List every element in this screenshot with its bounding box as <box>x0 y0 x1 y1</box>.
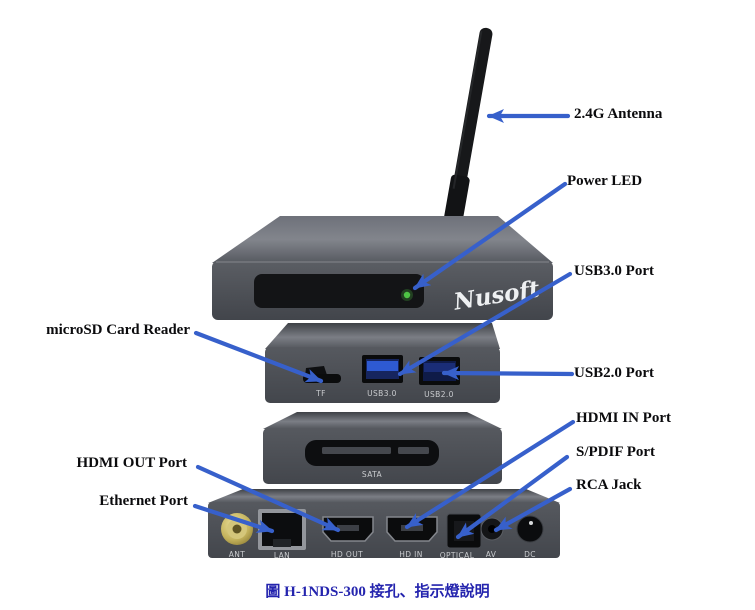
callout-hdmi-out-label: HDMI OUT Port <box>76 455 187 471</box>
hd-in-label: HD IN <box>399 550 423 559</box>
spdif-arrow <box>455 454 570 540</box>
tf-label: TF <box>315 389 326 398</box>
microsd-arrow <box>193 330 324 384</box>
sata-power-blade <box>398 447 429 454</box>
front-window <box>254 274 424 308</box>
optical-label: OPTICAL <box>440 551 475 560</box>
rear-panel: ANT LAN HD OUT HD IN OPTICAL AV DC <box>208 489 560 560</box>
sata-label: SATA <box>362 470 383 479</box>
hdmi-out-jack <box>322 516 374 542</box>
callout-power-led-label: Power LED <box>567 173 643 189</box>
usb2-arrow <box>441 366 575 381</box>
callout-microsd-label: microSD Card Reader <box>46 322 190 338</box>
rear-panel-top-face <box>208 489 560 503</box>
main-unit-top-face <box>212 216 553 263</box>
dc-label: DC <box>524 550 536 559</box>
antenna-rod <box>440 27 493 244</box>
usb-layer-top-face <box>265 323 500 349</box>
figure-caption: 圖 H-1NDS-300 接孔、指示燈說明 <box>265 584 490 600</box>
hdmi-in-arrow <box>404 419 576 530</box>
usb3-label: USB3.0 <box>367 389 397 398</box>
callout-ethernet-label: Ethernet Port <box>99 493 188 509</box>
power-led-light <box>403 291 411 299</box>
ant-label: ANT <box>229 550 246 559</box>
usb3-port <box>362 355 403 383</box>
sata-data-blade <box>322 447 391 454</box>
usb2-label: USB2.0 <box>424 390 454 399</box>
power-led-arrow <box>412 181 568 291</box>
main-unit: Nusoft <box>212 216 553 320</box>
sata-layer-top-face <box>263 412 502 429</box>
callout-rca-label: RCA Jack <box>576 477 642 493</box>
usb-layer: TF USB3.0 USB2.0 <box>265 323 500 403</box>
callout-hdmi-in-label: HDMI IN Port <box>576 410 671 426</box>
usb3-arrow <box>397 271 573 377</box>
rca-arrow <box>493 486 573 533</box>
av-label: AV <box>486 550 497 559</box>
hdmi-in-jack <box>386 516 438 542</box>
hdmi-out-arrow <box>195 464 341 533</box>
callout-usb2-label: USB2.0 Port <box>574 365 654 381</box>
dc-jack <box>516 515 544 543</box>
callout-arrows <box>192 109 576 540</box>
callout-spdif-label: S/PDIF Port <box>576 444 656 460</box>
callout-usb3-label: USB3.0 Port <box>574 263 654 279</box>
hd-out-label: HD OUT <box>331 550 363 559</box>
lan-label: LAN <box>274 551 290 560</box>
sata-layer: SATA <box>263 412 502 484</box>
callout-antenna-label: 2.4G Antenna <box>574 106 663 122</box>
ethernet-arrow <box>192 503 275 534</box>
